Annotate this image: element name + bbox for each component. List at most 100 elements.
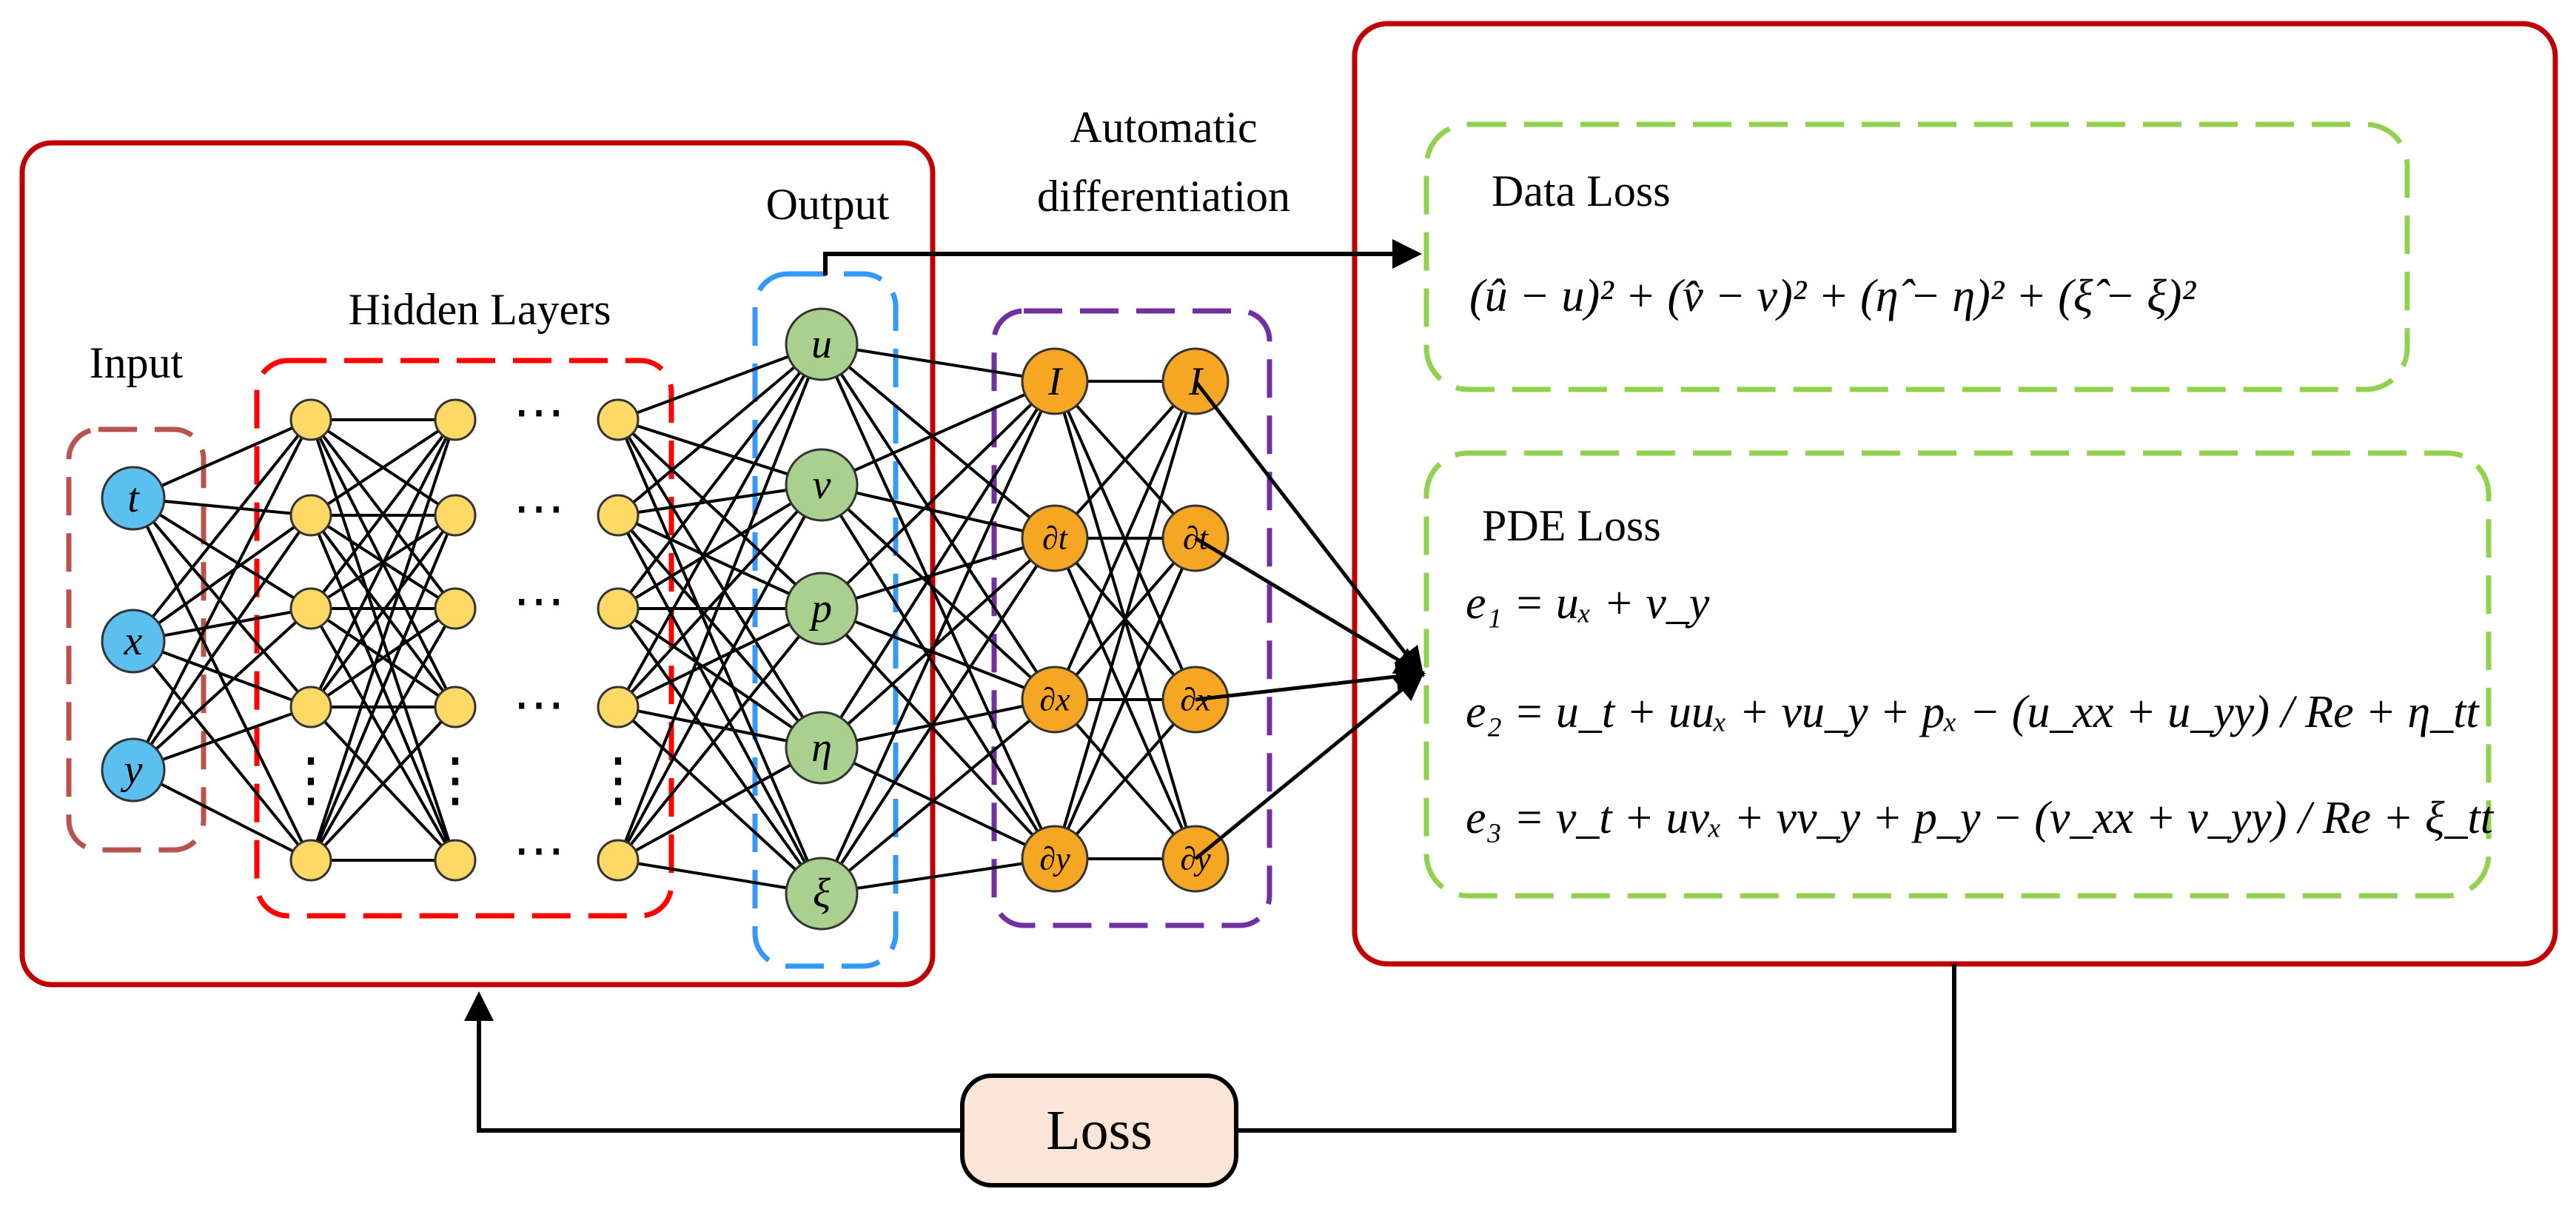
data-loss-label: Data Loss <box>1492 167 1671 215</box>
output-node <box>785 572 859 646</box>
pde-loss-label: PDE Loss <box>1482 501 1661 550</box>
output-node <box>785 711 859 785</box>
edge-hidden-output <box>617 344 823 861</box>
ellipsis-row-4: ⋯ <box>513 677 565 734</box>
loss-pill <box>960 1073 1238 1187</box>
edge-operator-operator <box>1053 380 1197 540</box>
output-node-label: p <box>808 586 832 632</box>
vellipsis-col-3: ⋮ <box>588 748 648 813</box>
edge-input-hidden <box>132 497 312 708</box>
operator-node-label: ∂x <box>1039 682 1070 718</box>
hidden-node <box>289 686 332 728</box>
hidden-node <box>434 839 477 882</box>
edge-hidden-hidden <box>309 418 457 610</box>
edge-output-operator <box>820 343 1056 701</box>
operator-node <box>1021 504 1089 572</box>
edge-input-hidden <box>132 640 312 862</box>
edge-input-hidden <box>132 514 312 643</box>
arrow-operator-pde <box>1194 536 1426 677</box>
edge-output-operator <box>820 607 1056 860</box>
input-node-label: y <box>121 747 143 793</box>
edge-hidden-hidden <box>309 419 457 861</box>
hidden-group-box <box>254 358 674 919</box>
operator-node <box>1021 347 1089 415</box>
edge-output-operator <box>820 344 1056 860</box>
edge-hidden-hidden <box>309 418 457 517</box>
output-node-label: η <box>811 725 832 771</box>
operator-node <box>1021 666 1089 734</box>
output-node <box>785 307 859 381</box>
edge-output-operator <box>820 537 1056 895</box>
network-edges <box>132 343 1197 895</box>
operator-node-label: ∂t <box>1042 520 1069 557</box>
input-node-label: t <box>127 475 140 521</box>
edge-input-hidden <box>132 514 312 771</box>
edge-hidden-output <box>617 343 823 610</box>
edge-input-hidden <box>132 497 312 610</box>
input-node-x <box>101 609 166 674</box>
hidden-node <box>434 398 477 441</box>
edge-input-hidden <box>133 418 312 500</box>
edge-output-operator <box>820 380 1056 610</box>
edge-output-operator <box>820 698 1056 895</box>
output-node <box>785 448 859 522</box>
edge-hidden-output <box>617 343 823 517</box>
edge-input-hidden <box>132 418 312 643</box>
pde-equation-e2: e₂ = u_t + uuₓ + vu_y + pₓ − (u_xx + u_y… <box>1466 687 2480 737</box>
hidden-ellipses: ⋯ ⋯ ⋯ ⋯ ⋯ ⋮ ⋮ ⋮ <box>281 384 648 880</box>
edge-hidden-output <box>617 418 823 749</box>
hidden-node <box>289 587 332 630</box>
ellipsis-row-3: ⋯ <box>513 573 565 630</box>
edge-hidden-output <box>617 515 823 894</box>
feedback-line-right <box>1236 964 1956 1133</box>
loss-pill-label: Loss <box>1046 1099 1153 1162</box>
edge-hidden-output <box>617 484 823 861</box>
vellipsis-col-1: ⋮ <box>281 748 341 813</box>
edge-hidden-hidden <box>309 419 457 708</box>
feedback-arrow-left <box>464 991 962 1133</box>
edge-output-operator <box>821 746 1056 860</box>
input-node-y <box>101 737 166 803</box>
edge-hidden-output <box>617 418 823 610</box>
edge-hidden-output <box>617 514 822 610</box>
edge-hidden-hidden <box>309 515 457 861</box>
edge-operator-operator <box>1053 381 1197 860</box>
edge-hidden-hidden <box>309 607 457 708</box>
edge-output-operator <box>821 607 1056 701</box>
edge-operator-operator <box>1053 381 1197 700</box>
hidden-node <box>597 398 640 441</box>
arrow-operator-pde <box>1195 662 1426 702</box>
operator-node-label: I <box>1047 359 1064 403</box>
hidden-node <box>434 587 477 630</box>
input-node-t <box>101 466 166 531</box>
pde-equation-e1: e₁ = uₓ + v_y <box>1466 578 1710 629</box>
input-label: Input <box>90 338 184 387</box>
hidden-node <box>597 587 640 630</box>
hidden-node <box>289 398 332 441</box>
arrow-operator-pde <box>1194 671 1425 860</box>
edge-output-operator <box>820 537 1056 749</box>
pde-equation-e3: e₃ = v_t + uvₓ + vv_y + p_y − (v_xx + v_… <box>1466 793 2495 843</box>
hidden-node <box>597 494 640 537</box>
edge-hidden-output <box>617 344 823 708</box>
auto-diff-arrow <box>823 239 1422 275</box>
vellipsis-col-2: ⋮ <box>426 748 485 813</box>
edge-hidden-output <box>617 607 823 862</box>
edge-output-operator <box>821 343 1056 383</box>
edge-hidden-hidden <box>309 706 457 862</box>
hidden-node <box>289 494 332 537</box>
edge-output-operator <box>821 698 1056 749</box>
edge-input-hidden <box>132 607 312 771</box>
edge-hidden-output <box>617 706 823 895</box>
edge-output-operator <box>821 483 1056 540</box>
edge-output-operator <box>820 381 1056 894</box>
edge-hidden-output <box>617 746 822 862</box>
edge-output-operator <box>820 483 1056 701</box>
edge-hidden-hidden <box>309 608 457 861</box>
input-node-label: x <box>124 618 143 664</box>
ellipsis-row-2: ⋯ <box>513 480 565 537</box>
edge-output-operator <box>821 857 1056 895</box>
pde-arrows <box>1194 380 1426 860</box>
